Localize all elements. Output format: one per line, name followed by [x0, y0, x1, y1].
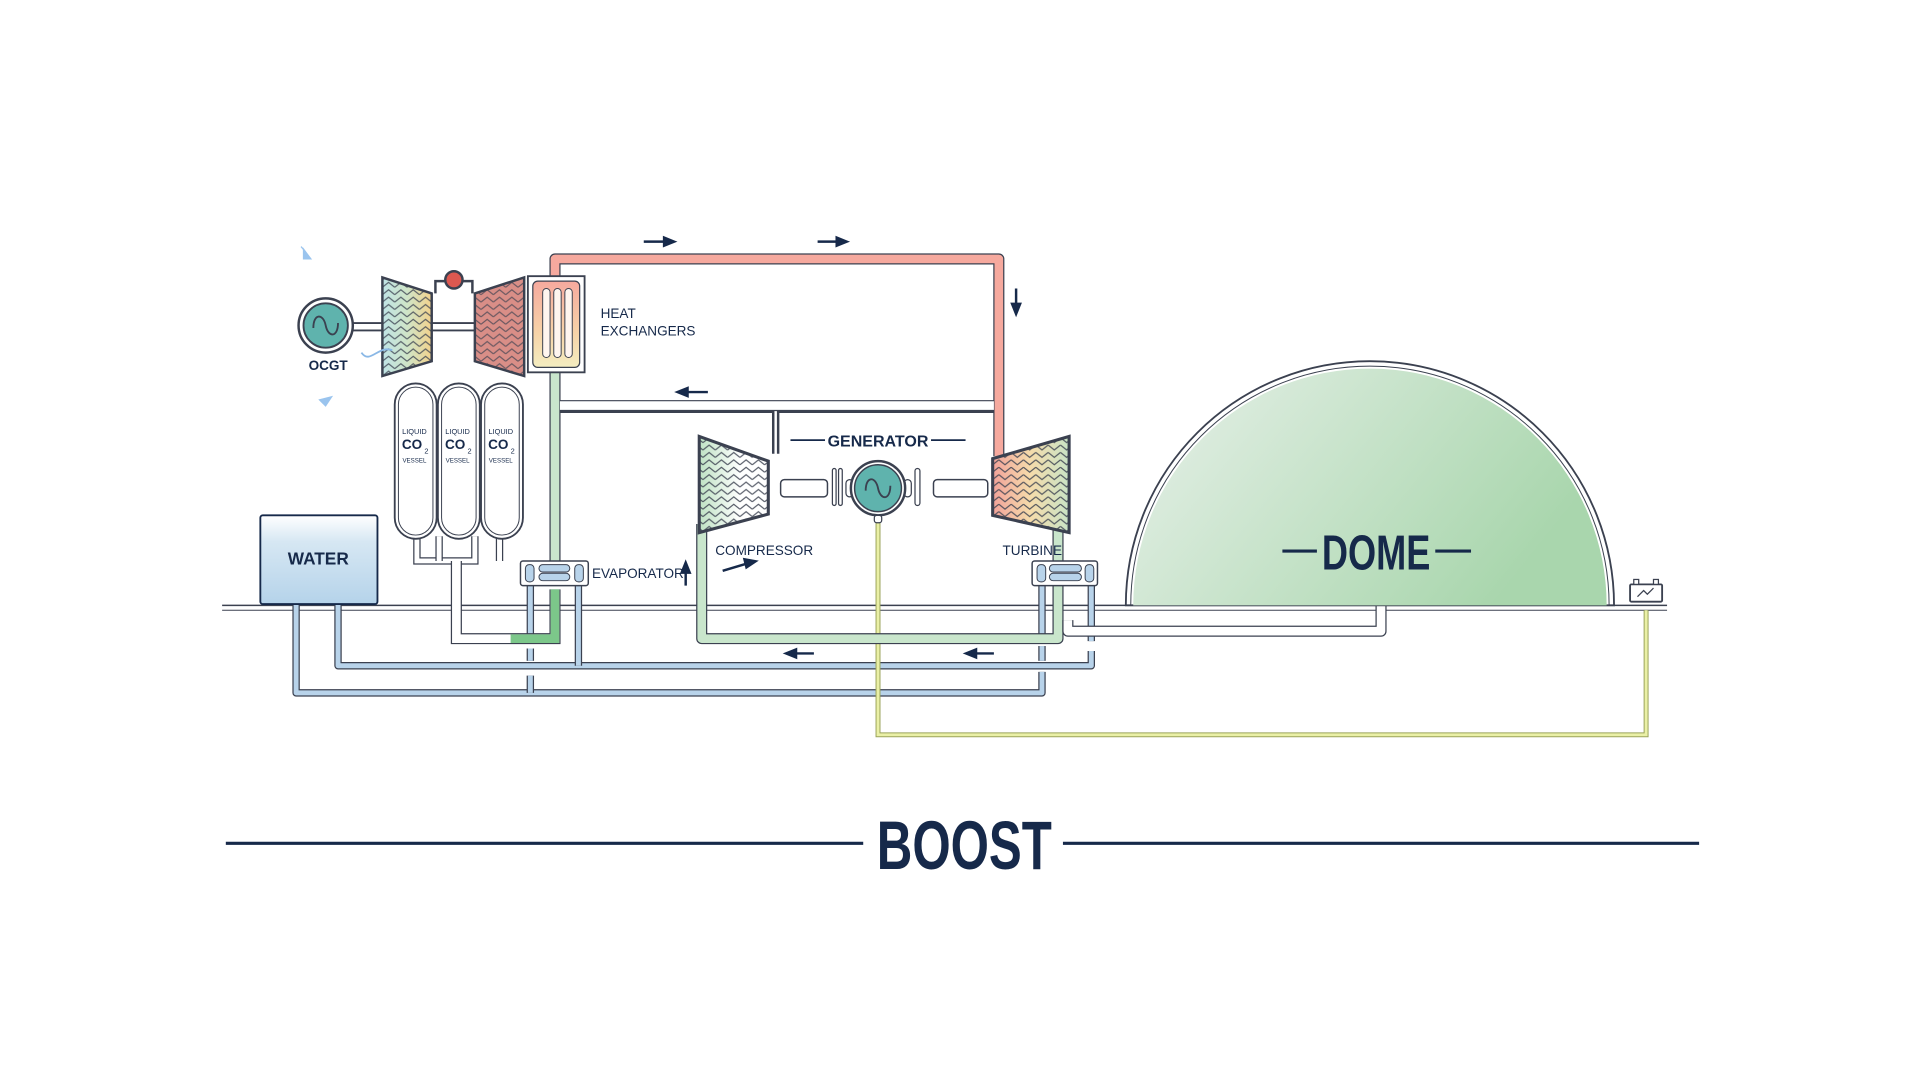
ocgt-label: OCGT	[309, 358, 349, 373]
svg-text:2: 2	[424, 447, 428, 456]
dome-label: DOME	[1322, 526, 1430, 581]
arrow-icon	[643, 235, 678, 248]
ocgt-generator	[297, 297, 355, 354]
generator-label: GENERATOR	[828, 432, 929, 450]
liquid-co2-pipes	[413, 536, 561, 645]
compressor: COMPRESSOR	[697, 434, 813, 558]
arrow-icon	[722, 557, 759, 573]
turbine-heat-exchanger	[1031, 560, 1099, 587]
co2-vessel: LIQUID CO 2 VESSEL	[436, 382, 481, 540]
svg-text:VESSEL: VESSEL	[402, 457, 427, 464]
heat-exchangers-label-line1: HEAT	[601, 306, 636, 321]
hot-pipes	[549, 253, 1005, 457]
page-title: BOOST	[877, 806, 1052, 884]
co2-vessel: LIQUID CO 2 VESSEL	[393, 382, 438, 540]
compressor-label: COMPRESSOR	[715, 543, 813, 558]
svg-text:CO: CO	[488, 437, 508, 452]
svg-text:VESSEL: VESSEL	[446, 457, 471, 464]
evaporator: EVAPORATOR	[519, 560, 684, 587]
generator-assembly: GENERATOR	[779, 432, 989, 524]
svg-text:LIQUID: LIQUID	[402, 427, 427, 436]
power-line	[875, 517, 1649, 738]
co2-vessels: LIQUID CO 2 VESSEL LIQUID CO 2 VESSEL LI…	[393, 382, 524, 540]
svg-text:2: 2	[511, 447, 515, 456]
ocgt-unit: OCGT	[297, 246, 526, 407]
water-tank: WATER	[259, 514, 379, 606]
arrow-icon	[962, 647, 994, 660]
svg-text:2: 2	[467, 447, 471, 456]
svg-text:VESSEL: VESSEL	[489, 457, 514, 464]
water-label: WATER	[288, 549, 350, 569]
turbine-label: TURBINE	[1003, 543, 1062, 558]
arrow-icon	[817, 235, 851, 248]
turbine: TURBINE	[991, 434, 1071, 558]
sine-wave-icon	[864, 478, 892, 499]
svg-text:CO: CO	[402, 437, 422, 452]
arrow-icon	[679, 559, 692, 586]
arrow-icon	[782, 647, 814, 660]
heat-exchangers-label-line2: EXCHANGERS	[601, 323, 696, 338]
heat-exchanger: HEAT EXCHANGERS	[526, 275, 696, 374]
dome: DOME	[1124, 360, 1615, 607]
svg-text:CO: CO	[445, 437, 465, 452]
battery-icon	[1629, 578, 1664, 603]
combustor	[444, 270, 464, 290]
sine-wave-icon	[312, 315, 339, 336]
co2-vessel: LIQUID CO 2 VESSEL	[480, 382, 524, 540]
title-block: BOOST	[225, 806, 1700, 884]
svg-text:LIQUID: LIQUID	[445, 427, 470, 436]
return-lines	[559, 400, 994, 454]
arrow-icon	[674, 386, 708, 398]
water-pipes	[292, 579, 1095, 697]
arrow-icon	[1010, 288, 1022, 318]
flow-arrows	[643, 235, 1022, 660]
svg-text:LIQUID: LIQUID	[488, 427, 513, 436]
evaporator-label: EVAPORATOR	[592, 566, 684, 581]
